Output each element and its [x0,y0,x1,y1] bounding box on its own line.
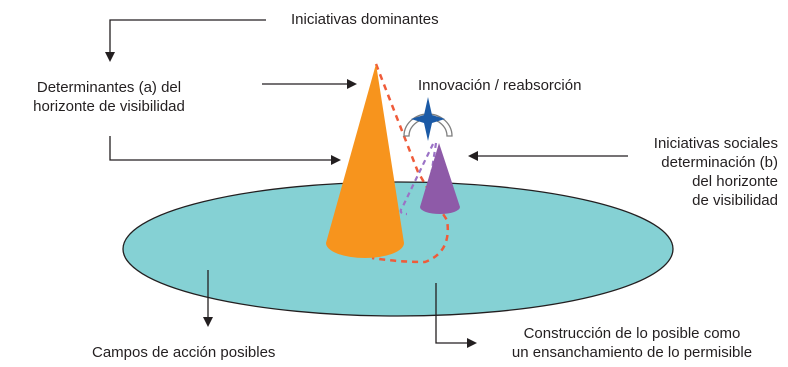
label-iniciativas-sociales: Iniciativas sociales determinación (b) d… [578,134,778,210]
label-construccion-line1: Construcción de lo posible como [523,325,741,342]
label-sociales-line3: del horizonte [692,173,778,190]
arrow-dominantes [105,19,266,62]
label-campos: Campos de acción posibles [92,344,276,361]
label-determinantes: Determinantes (a) del horizonte de visib… [0,78,218,116]
label-innovacion: Innovación / reabsorción [418,77,582,94]
label-sociales-line1: Iniciativas sociales [653,135,778,152]
arrow-construccion [435,283,477,348]
arrow-determinantes-bottom [109,136,341,165]
label-construccion: Construcción de lo posible como un ensan… [478,324,786,362]
purple-cone [420,143,460,214]
label-determinantes-line2: horizonte de visibilidad [33,98,185,115]
label-determinantes-line1: Determinantes (a) del [36,79,182,96]
label-sociales-line2: determinación (b) [661,154,778,171]
label-iniciativas-dominantes: Iniciativas dominantes [291,11,439,28]
star-icon [411,97,445,141]
label-construccion-line2: un ensanchamiento de lo permisible [511,344,753,361]
orange-cone [326,64,404,258]
dashed-purple-outline [399,143,434,216]
label-sociales-line4: de visibilidad [692,192,778,209]
